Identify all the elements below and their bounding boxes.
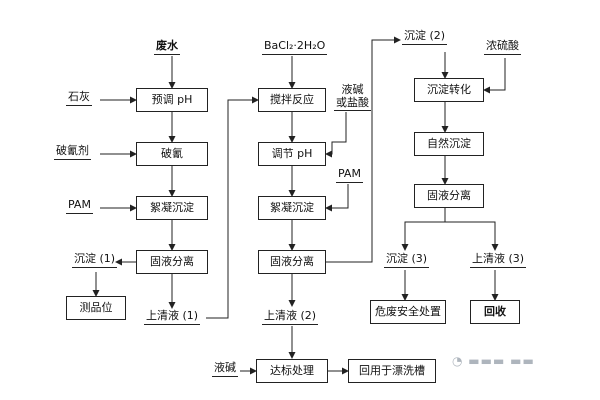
wastewater-label: 废水 [154, 39, 180, 55]
pam-label-2: PAM [336, 167, 363, 183]
alkali-or-acid-label: 液碱 或盐酸 [334, 83, 371, 112]
step-natural-settling: 自然沉淀 [414, 132, 484, 156]
supernatant-2-label: 上清液 (2) [262, 309, 319, 325]
alkali-or-acid-line-2: 或盐酸 [334, 96, 371, 112]
supernatant-1-label: 上清液 (1) [144, 309, 201, 325]
step-separation-1: 固液分离 [136, 250, 208, 274]
sludge-1-label: 沉淀 (1) [72, 252, 118, 268]
cyanide-agent-label: 破氰剂 [54, 144, 91, 160]
step-standard-treatment: 达标处理 [256, 359, 328, 383]
alkali-label-bottom: 液碱 [212, 361, 238, 377]
step-flocculation-2: 絮凝沉淀 [258, 196, 326, 220]
arrow-split-to-sludge3 [404, 221, 496, 248]
step-adjust-ph: 调节 pH [258, 142, 326, 166]
step-pre-adjust-ph: 预调 pH [136, 88, 208, 112]
conc-sulfuric-acid-label: 浓硫酸 [484, 39, 521, 55]
alkali-or-acid-line-1: 液碱 [341, 83, 364, 96]
bacl2-label: BaCl₂·2H₂O [262, 39, 328, 55]
step-sludge-conversion: 沉淀转化 [414, 78, 484, 102]
sludge-3-label: 沉淀 (3) [384, 252, 430, 268]
grade-test-box: 测品位 [66, 296, 126, 320]
step-separation-2: 固液分离 [258, 250, 326, 274]
reuse-rinse-tank-box: 回用于漂洗槽 [348, 359, 436, 383]
lime-label: 石灰 [66, 90, 92, 106]
step-cyanide-breaking: 破氰 [136, 142, 208, 166]
arrow-acid-to-convert [483, 58, 506, 94]
supernatant-3-label: 上清液 (3) [470, 252, 527, 268]
watermark-logo-icon: ◔ ▬▬▬ ▬▬ [452, 354, 535, 368]
step-stir-reaction: 搅拌反应 [258, 88, 326, 112]
step-separation-3: 固液分离 [414, 184, 484, 208]
hazardous-waste-disposal-box: 危废安全处置 [370, 300, 446, 324]
pam-label-1: PAM [66, 198, 93, 214]
step-flocculation-1: 絮凝沉淀 [136, 196, 208, 220]
arrow-super1-to-stir [206, 96, 259, 319]
arrow-sep2-to-sludge2 [326, 36, 401, 263]
sludge-2-label: 沉淀 (2) [402, 29, 448, 45]
arrow-pam2-to-floc2 [325, 184, 349, 212]
recovery-box: 回收 [470, 300, 520, 324]
arrow-alkali-to-ph [325, 112, 347, 158]
